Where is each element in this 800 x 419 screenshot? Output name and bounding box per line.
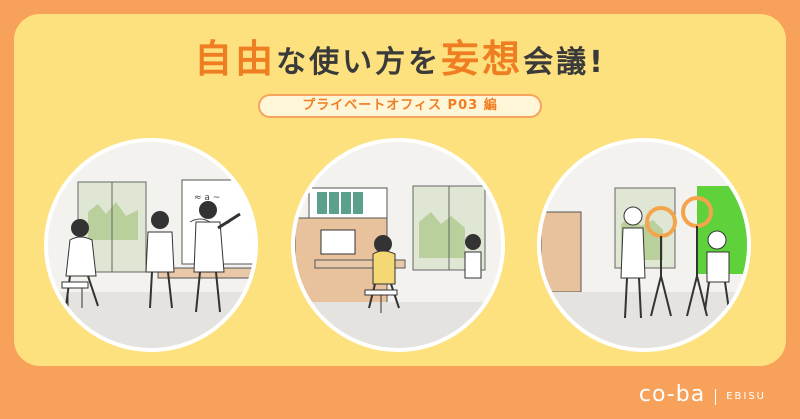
logo-location: EBISU [726,391,766,402]
title-highlight-2: 妄想 [441,37,524,81]
page-title: 自由な使い方を妄想会議! [0,28,800,83]
title-highlight-1: 自由 [194,37,277,81]
subtitle-badge: プライベートオフィス P03 編 [258,94,542,118]
logo-brand: co-ba [638,382,706,407]
meeting-whiteboard-illustration: ≈ a ~ [44,138,258,352]
title-text-1: な使い方を [276,45,442,80]
desk-work-illustration [291,138,505,352]
video-shooting-illustration [537,138,751,352]
title-text-2: 会議! [523,45,606,80]
subtitle-text: プライベートオフィス P03 編 [302,98,498,113]
logo-divider [715,388,717,405]
coba-ebisu-logo: co-ba EBISU [639,382,766,407]
svg-text:≈ a ~: ≈ a ~ [194,193,220,203]
